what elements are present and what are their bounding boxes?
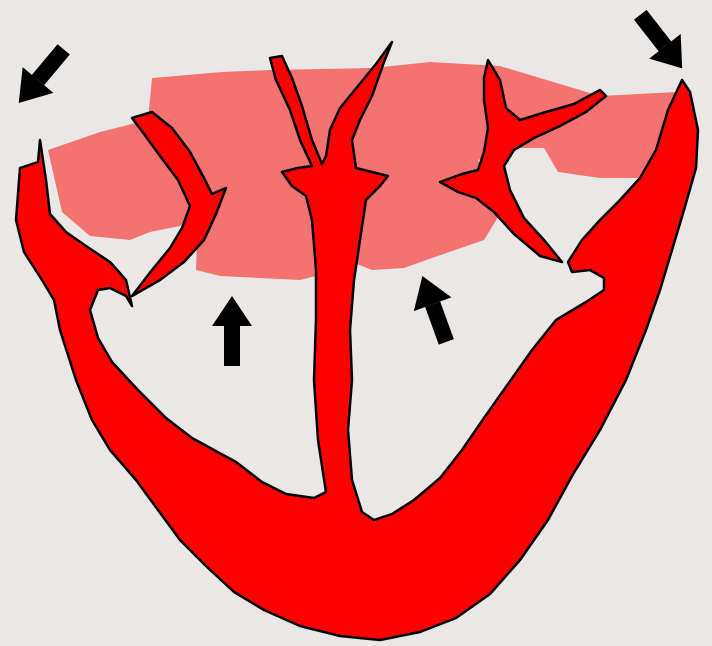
- arrow-lower-left: [212, 296, 252, 366]
- arrow-top-right: [625, 2, 698, 80]
- arrow-top-left: [3, 37, 79, 116]
- arrow-lower-right: [404, 269, 466, 348]
